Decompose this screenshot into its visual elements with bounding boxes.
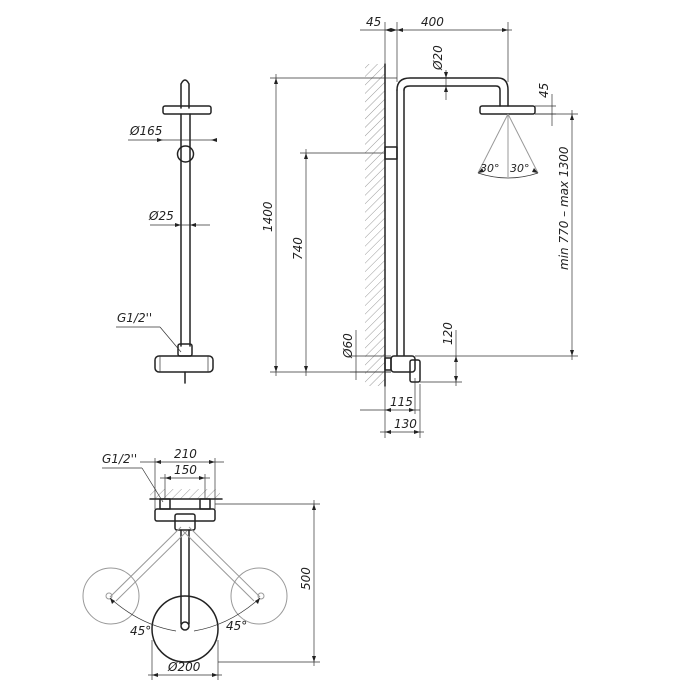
- front-dia-pipe-label: Ø25: [148, 209, 174, 223]
- front-mixer-body: [154, 355, 214, 373]
- side-mixer: [390, 355, 416, 373]
- wall-hatch: [365, 64, 385, 386]
- front-view: Ø165 Ø25 G1/2'': [116, 79, 217, 384]
- top-head-dia-label: Ø200: [167, 660, 201, 674]
- top-width-inner-label: 150: [174, 463, 197, 477]
- side-view: 30° 30° 45 400 Ø20 45 1400: [261, 15, 578, 438]
- top-angle-left: 45°: [130, 624, 151, 638]
- front-thread-label: G1/2'': [117, 311, 152, 325]
- arm-reach-label: 400: [421, 15, 444, 29]
- top-connector-left: [159, 498, 171, 510]
- top-reach-label: 500: [299, 567, 313, 590]
- side-wall-bracket: [384, 146, 398, 160]
- arm-dia-label: Ø20: [431, 45, 445, 71]
- depth-130-label: 130: [394, 417, 417, 431]
- side-mixer-wall: [384, 357, 392, 371]
- front-wall-bracket: [176, 145, 195, 163]
- height-bracket-label: 740: [291, 237, 305, 260]
- top-mixer-center: [174, 513, 196, 531]
- spray-angle-right: 30°: [510, 162, 530, 175]
- top-wall-hatch: [150, 489, 220, 499]
- height-range-label: min 770 – max 1300: [557, 146, 571, 270]
- top-view: 45° 45° 210 150 G1/2'' 500 Ø200: [82, 447, 320, 680]
- spray-angle-left: 30°: [480, 162, 500, 175]
- height-total-label: 1400: [261, 201, 275, 232]
- top-head-center: [151, 595, 219, 663]
- side-arm-inner: [403, 85, 501, 107]
- top-thread-label: G1/2'': [102, 452, 137, 466]
- head-thickness-label: 45: [537, 83, 551, 98]
- offset-wall-label: 45: [366, 15, 381, 29]
- side-shower-head: [479, 105, 536, 115]
- front-arm-top: [180, 79, 190, 109]
- front-dia-head-label: Ø165: [129, 124, 162, 138]
- top-mixer-body: [154, 508, 216, 522]
- top-angle-right: 45°: [226, 619, 247, 633]
- depth-115-label: 115: [390, 395, 413, 409]
- top-head-rotated-left: [82, 567, 140, 625]
- top-connector-right: [199, 498, 211, 510]
- top-head-rotated-right: [230, 567, 288, 625]
- mixer-dia-label: Ø60: [341, 333, 355, 359]
- front-shower-head: [162, 105, 212, 115]
- top-width-outer-label: 210: [174, 447, 197, 461]
- side-arm-outer: [396, 77, 509, 107]
- mixer-height-label: 120: [441, 322, 455, 345]
